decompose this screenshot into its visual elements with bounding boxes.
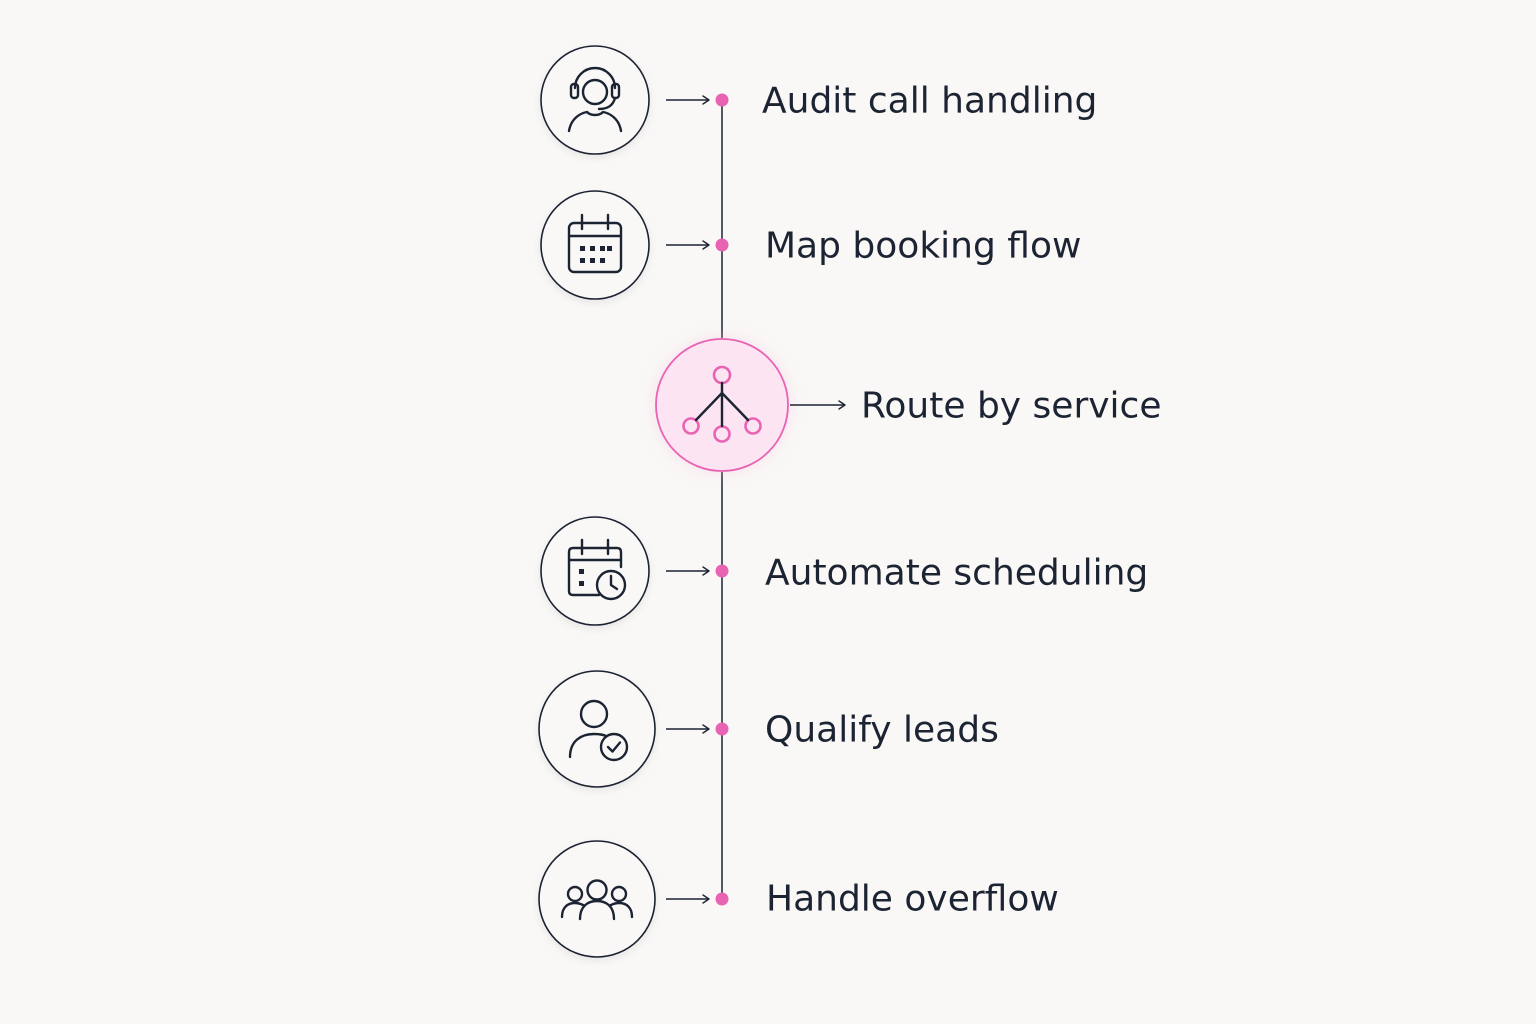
- step-icon-circle: [540, 516, 650, 626]
- connector-arrowhead: [702, 95, 710, 105]
- routing-tree-icon: [682, 365, 762, 443]
- step-label: Map booking flow: [765, 226, 1081, 267]
- connector-arrowhead: [702, 894, 710, 904]
- timeline-dot: [715, 564, 729, 578]
- step-label: Route by service: [861, 386, 1162, 427]
- connector-arrowhead: [838, 400, 846, 410]
- connector-arrowhead: [702, 724, 710, 734]
- step-audit-call-handling: Audit call handling: [540, 45, 1097, 155]
- step-label: Qualify leads: [765, 710, 999, 751]
- step-handle-overflow: Handle overflow: [538, 840, 1059, 958]
- timeline-dot: [715, 238, 729, 252]
- timeline-dot: [715, 93, 729, 107]
- step-map-booking-flow: Map booking flow: [540, 190, 1081, 300]
- step-qualify-leads: Qualify leads: [538, 670, 999, 788]
- user-check-icon: [568, 699, 629, 762]
- step-label: Audit call handling: [762, 81, 1097, 122]
- connector-arrowhead: [702, 566, 710, 576]
- step-label: Handle overflow: [766, 879, 1059, 920]
- step-icon-circle: [540, 45, 650, 155]
- step-icon-circle: [540, 190, 650, 300]
- step-label: Automate scheduling: [765, 553, 1148, 594]
- headset-agent-icon: [567, 66, 623, 133]
- team-icon: [560, 879, 634, 921]
- step-route-by-service: Route by service: [655, 338, 1162, 472]
- timeline-dot: [715, 892, 729, 906]
- connector-arrowhead: [702, 240, 710, 250]
- calendar-icon: [567, 213, 623, 274]
- step-automate-scheduling: Automate scheduling: [540, 516, 1148, 626]
- calendar-clock-icon: [567, 538, 627, 601]
- step-icon-circle: [538, 670, 656, 788]
- timeline-dot: [715, 722, 729, 736]
